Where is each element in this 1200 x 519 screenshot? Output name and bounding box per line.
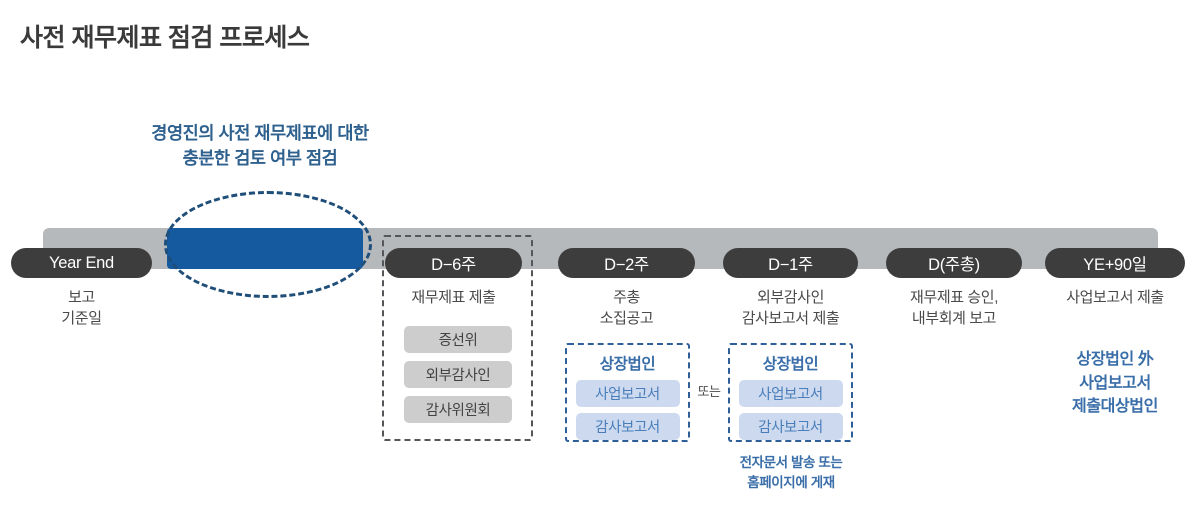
group-box-d6w	[382, 235, 533, 441]
caption-line-1: 보고	[68, 289, 95, 306]
milestone-caption-d-6w: 재무제표 제출	[385, 287, 522, 308]
subgroup-title-d2w: 상장법인	[599, 356, 656, 373]
milestone-pill-d-1w[interactable]: D−1주	[723, 248, 858, 278]
chip-stack-d6w: 증선위 외부감사인 감사위원회	[404, 326, 512, 423]
milestone-pill-ye-plus-90[interactable]: YE+90일	[1045, 248, 1185, 278]
milestone-caption-d-1w: 외부감사인 감사보고서 제출	[723, 287, 858, 330]
subgroup-title-d1w: 상장법인	[762, 356, 819, 373]
milestone-pill-d-6w[interactable]: D−6주	[385, 248, 522, 278]
focus-ellipse-marker	[164, 191, 372, 298]
callout-line-1: 경영진의 사전 재무제표에 대한	[151, 123, 369, 143]
chip-d1w-1[interactable]: 감사보고서	[738, 413, 843, 440]
milestone-pill-year-end[interactable]: Year End	[11, 248, 152, 278]
chip-d6w-2[interactable]: 감사위원회	[404, 396, 512, 423]
chip-d2w-0[interactable]: 사업보고서	[575, 380, 680, 407]
milestone-d-6w[interactable]: D−6주 재무제표 제출	[385, 248, 522, 308]
footnote-line-1: 전자문서 발송 또는	[739, 455, 843, 470]
footnote-line-2: 홈페이지에 게재	[747, 475, 835, 491]
callout-line-2: 충분한 검토 여부 점검	[182, 148, 338, 169]
caption-line-1: 주총	[613, 289, 640, 306]
group-box-d1w-listed: 상장법인 사업보고서 감사보고서	[728, 343, 853, 442]
milestone-pill-d-agm[interactable]: D(주총)	[886, 248, 1022, 278]
subgroup-inner-d2w: 상장법인 사업보고서 감사보고서	[567, 352, 688, 440]
milestone-d-1w[interactable]: D−1주 외부감사인 감사보고서 제출	[723, 248, 858, 330]
footnote-d1w: 전자문서 발송 또는 홈페이지에 게재	[716, 453, 866, 494]
milestone-d-agm[interactable]: D(주총) 재무제표 승인, 내부회계 보고	[886, 248, 1022, 330]
milestone-caption-d-agm: 재무제표 승인, 내부회계 보고	[886, 287, 1022, 330]
milestone-year-end[interactable]: Year End 보고 기준일	[11, 248, 152, 330]
group-box-d2w-listed: 상장법인 사업보고서 감사보고서	[565, 343, 690, 442]
chip-d2w-1[interactable]: 감사보고서	[575, 413, 680, 440]
chip-d6w-1[interactable]: 외부감사인	[404, 361, 512, 388]
milestone-caption-ye-plus-90: 사업보고서 제출	[1045, 287, 1185, 308]
caption-line-1: 외부감사인	[756, 289, 824, 306]
note-line-1: 상장법인 外	[1076, 351, 1154, 368]
callout-annotation: 경영진의 사전 재무제표에 대한 충분한 검토 여부 점검	[110, 121, 410, 172]
caption-line-1: 재무제표 제출	[411, 289, 496, 306]
caption-line-2: 소집공고	[599, 310, 654, 328]
chip-d6w-0[interactable]: 증선위	[404, 326, 512, 353]
chip-d1w-0[interactable]: 사업보고서	[738, 380, 843, 407]
milestone-ye-plus-90[interactable]: YE+90일 사업보고서 제출	[1045, 248, 1185, 308]
caption-line-2: 기준일	[61, 310, 102, 328]
subgroup-inner-d1w: 상장법인 사업보고서 감사보고서	[730, 352, 851, 440]
caption-line-1: 재무제표 승인,	[910, 289, 998, 306]
note-line-2: 사업보고서	[1079, 374, 1151, 392]
note-line-3: 제출대상법인	[1072, 398, 1158, 416]
milestone-pill-d-2w[interactable]: D−2주	[558, 248, 695, 278]
caption-line-1: 사업보고서 제출	[1066, 289, 1164, 306]
note-ye90: 상장법인 外 사업보고서 제출대상법인	[1040, 348, 1190, 419]
or-connector-label: 또는	[697, 384, 721, 399]
page-title: 사전 재무제표 점검 프로세스	[20, 24, 310, 52]
caption-line-2: 내부회계 보고	[911, 310, 997, 328]
caption-line-2: 감사보고서 제출	[741, 310, 840, 328]
milestone-d-2w[interactable]: D−2주 주총 소집공고	[558, 248, 695, 330]
milestone-caption-d-2w: 주총 소집공고	[558, 287, 695, 330]
milestone-caption-year-end: 보고 기준일	[11, 287, 152, 330]
